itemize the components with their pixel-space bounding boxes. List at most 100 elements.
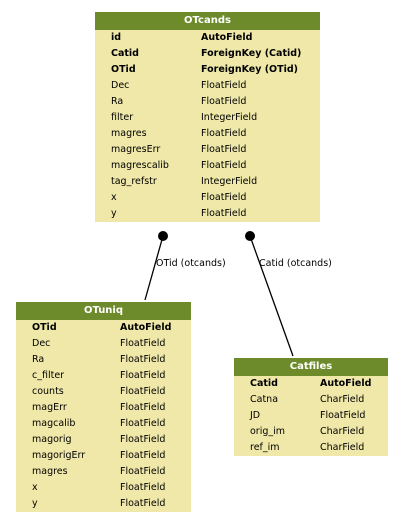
field-type: FloatField [201, 160, 247, 171]
catid-relation-dot [245, 231, 255, 241]
field-row: magresErr FloatField [95, 142, 320, 158]
field-row: x FloatField [95, 190, 320, 206]
field-type: FloatField [120, 434, 166, 445]
field-row: ref_im CharField [234, 440, 388, 456]
field-name: counts [32, 386, 64, 397]
field-type: IntegerField [201, 176, 258, 187]
field-type: FloatField [120, 354, 166, 365]
field-name: orig_im [250, 426, 286, 437]
field-type: ForeignKey (Catid) [201, 48, 302, 59]
field-type: FloatField [201, 128, 247, 139]
field-row: magErr FloatField [16, 400, 191, 416]
field-row: Ra FloatField [16, 352, 191, 368]
field-name: OTid [111, 64, 136, 75]
field-type: CharField [320, 442, 365, 453]
field-type: FloatField [201, 96, 247, 107]
field-name: id [111, 32, 122, 43]
field-name: tag_refstr [111, 176, 157, 187]
field-row: filter IntegerField [95, 110, 320, 126]
catid-relation-label: Catid (otcands) [259, 258, 332, 269]
field-name: magcalib [32, 418, 76, 429]
field-row: Dec FloatField [16, 336, 191, 352]
field-type: FloatField [120, 418, 166, 429]
field-type: FloatField [120, 498, 166, 509]
field-type: CharField [320, 426, 365, 437]
model-catfiles-title: Catfiles [234, 358, 388, 376]
field-row: x FloatField [16, 480, 191, 496]
field-type: FloatField [201, 208, 247, 219]
field-name: magErr [32, 402, 67, 413]
field-name: y [111, 208, 117, 219]
field-name: Ra [111, 96, 124, 107]
field-name: OTid [32, 322, 57, 333]
field-row: Catid ForeignKey (Catid) [95, 46, 320, 62]
field-name: ref_im [250, 442, 280, 453]
field-row: magrescalib FloatField [95, 158, 320, 174]
field-type: FloatField [120, 370, 166, 381]
field-type: FloatField [120, 386, 166, 397]
field-name: filter [111, 112, 134, 123]
field-type: FloatField [201, 144, 247, 155]
field-row: magres FloatField [95, 126, 320, 142]
field-row: id AutoField [95, 30, 320, 46]
catid-relation-line [249, 235, 294, 357]
field-row: counts FloatField [16, 384, 191, 400]
field-name: magresErr [111, 144, 161, 155]
field-name: Catid [111, 48, 139, 59]
field-row: y FloatField [16, 496, 191, 512]
field-row: magres FloatField [16, 464, 191, 480]
field-row: tag_refstr IntegerField [95, 174, 320, 190]
field-row: magorig FloatField [16, 432, 191, 448]
field-row: Catna CharField [234, 392, 388, 408]
field-row: magcalib FloatField [16, 416, 191, 432]
field-row: orig_im CharField [234, 424, 388, 440]
field-type: FloatField [120, 466, 166, 477]
field-row: y FloatField [95, 206, 320, 222]
field-name: y [32, 498, 38, 509]
field-name: JD [250, 410, 261, 421]
field-name: c_filter [32, 370, 65, 381]
field-row: OTid ForeignKey (OTid) [95, 62, 320, 78]
model-otuniq-title: OTuniq [16, 302, 191, 320]
field-type: ForeignKey (OTid) [201, 64, 299, 75]
field-type: AutoField [320, 378, 372, 389]
field-name: Ra [32, 354, 45, 365]
field-name: magres [111, 128, 147, 139]
field-row: Dec FloatField [95, 78, 320, 94]
field-name: magorigErr [32, 450, 86, 461]
field-type: FloatField [201, 80, 247, 91]
field-name: Catid [250, 378, 278, 389]
field-type: FloatField [120, 338, 166, 349]
field-name: Dec [111, 80, 130, 91]
otid-relation-label: OTid (otcands) [156, 258, 226, 269]
field-name: Dec [32, 338, 51, 349]
field-row: Ra FloatField [95, 94, 320, 110]
field-name: Catna [250, 394, 279, 405]
field-type: AutoField [201, 32, 253, 43]
field-type: FloatField [201, 192, 247, 203]
otid-relation-dot [158, 231, 168, 241]
otid-relation-line [144, 235, 164, 301]
field-type: FloatField [120, 402, 166, 413]
field-type: FloatField [120, 482, 166, 493]
field-name: x [111, 192, 117, 203]
field-name: magrescalib [111, 160, 169, 171]
model-otcands-title: OTcands [95, 12, 320, 30]
field-type: FloatField [320, 410, 366, 421]
field-name: x [32, 482, 38, 493]
field-row: OTid AutoField [16, 320, 191, 336]
field-row: Catid AutoField [234, 376, 388, 392]
field-type: FloatField [120, 450, 166, 461]
field-type: AutoField [120, 322, 172, 333]
field-row: c_filter FloatField [16, 368, 191, 384]
field-name: magorig [32, 434, 72, 445]
field-type: IntegerField [201, 112, 258, 123]
field-type: CharField [320, 394, 365, 405]
field-row: JD FloatField [234, 408, 388, 424]
field-row: magorigErr FloatField [16, 448, 191, 464]
field-name: magres [32, 466, 68, 477]
